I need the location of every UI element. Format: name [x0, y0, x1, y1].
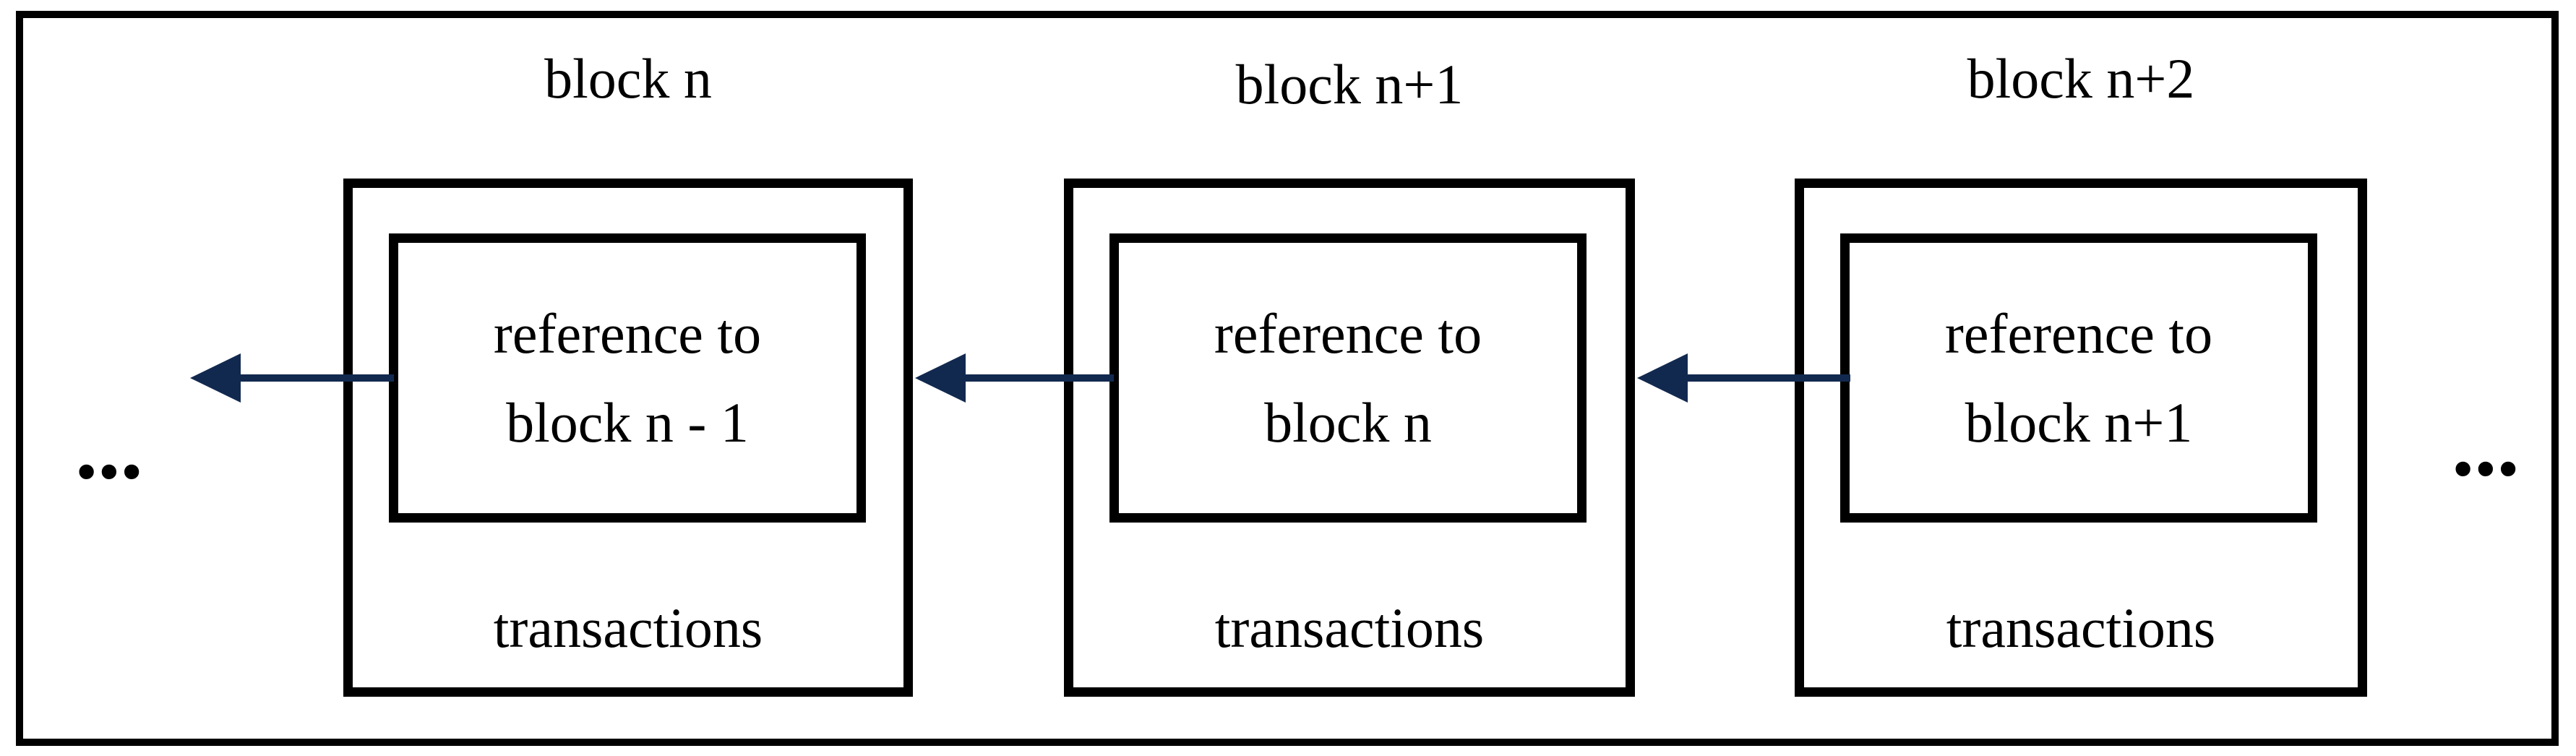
- block-n2-reference-box: reference to block n+1: [1840, 233, 2317, 523]
- block-n2-reference-line1: reference to: [1944, 302, 2213, 365]
- arrow-head-icon: [915, 353, 966, 403]
- block-n1-reference-line1: reference to: [1214, 302, 1482, 365]
- arrow-head-icon: [1637, 353, 1688, 403]
- arrow-line: [1685, 374, 1850, 382]
- block-n-reference-line2: block n - 1: [506, 391, 749, 454]
- block-n-box: reference to block n - 1 transactions: [343, 179, 913, 697]
- block-n1-box: reference to block n transactions: [1064, 179, 1635, 697]
- arrow-line: [238, 374, 394, 382]
- block-n2-box: reference to block n+1 transactions: [1795, 179, 2367, 697]
- block-n2-transactions-label: transactions: [1946, 596, 2216, 659]
- arrow-block-n1-to-block-n: [915, 353, 1114, 403]
- block-n-reference-box: reference to block n - 1: [389, 233, 866, 523]
- arrow-line: [963, 374, 1114, 382]
- block-n1-transactions-label: transactions: [1214, 596, 1485, 659]
- ellipsis-left: ...: [75, 398, 143, 498]
- block-n-transactions-label: transactions: [493, 596, 763, 659]
- block-n-title: block n: [544, 47, 712, 110]
- block-n1-reference-line2: block n: [1264, 391, 1432, 454]
- figure-frame: [16, 11, 2559, 746]
- arrow-head-icon: [190, 353, 241, 403]
- block-n1-title: block n+1: [1235, 53, 1464, 116]
- block-n-reference-line1: reference to: [493, 302, 762, 365]
- block-n2-reference-line2: block n+1: [1965, 391, 2193, 454]
- arrow-block-n2-to-block-n1: [1637, 353, 1850, 403]
- block-n1-reference-box: reference to block n: [1109, 233, 1587, 523]
- arrow-block-n-to-previous: [190, 353, 394, 403]
- ellipsis-right: ...: [2452, 395, 2520, 495]
- block-n2-title: block n+2: [1967, 47, 2195, 110]
